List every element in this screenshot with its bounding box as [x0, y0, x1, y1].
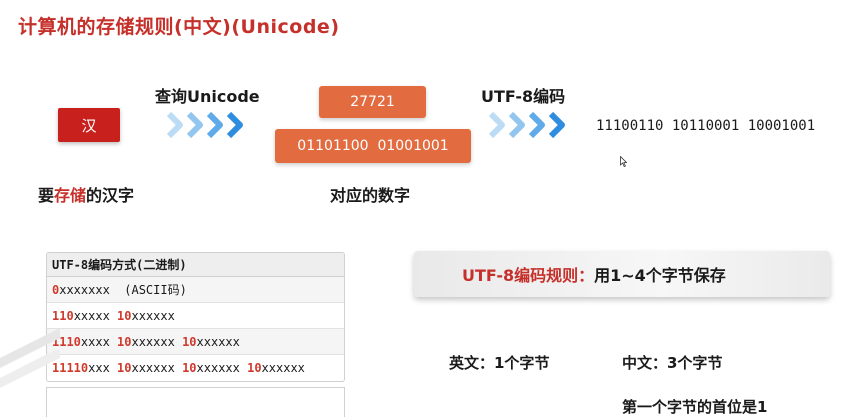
prefix-bits: 10: [117, 361, 132, 375]
chevron-arrows-icon: [167, 109, 249, 141]
decorative-stripe: [0, 328, 60, 417]
character-box: 汉: [58, 108, 120, 142]
note-chinese-bytes: 中文：3个字节: [622, 354, 723, 372]
table-header: UTF-8编码方式(二进制): [47, 253, 344, 277]
payload-bits: xxxxx: [73, 308, 118, 323]
note-first-byte: 第一个字节的首位是1: [622, 398, 768, 416]
payload-bits: xxxxxx: [131, 361, 183, 375]
payload-bits: xxxxxx: [131, 308, 175, 323]
prefix-bits: 10: [182, 361, 197, 375]
prefix-bits: 11110: [52, 361, 89, 375]
caption-prefix: 要: [38, 186, 55, 205]
note-english-bytes: 英文：1个字节: [449, 354, 550, 372]
prefix-bits: 10: [117, 308, 132, 323]
caption-suffix: 的汉字: [86, 186, 135, 205]
decimal-code-box: 27721: [319, 86, 426, 118]
payload-bits: xxxxxx: [261, 361, 305, 375]
caption-corresponding-number: 对应的数字: [330, 186, 411, 205]
prefix-bits: 0: [52, 282, 60, 297]
encoded-binary-result: 11100110 10110001 10001001: [596, 118, 816, 134]
prefix-bits: 10: [117, 334, 132, 349]
caption-highlight: 存储: [54, 186, 87, 205]
slide-title: 计算机的存储规则(中文)(Unicode): [18, 16, 340, 38]
rule-text: 用1~4个字节保存: [594, 266, 726, 285]
rule-highlight: UTF-8编码规则：: [462, 266, 595, 285]
payload-bits: xxxxxx: [196, 334, 240, 349]
caption-stored-character: 要存储的汉字: [38, 182, 134, 206]
payload-bits: xxxxxx: [131, 334, 183, 349]
chevron-arrows-icon: [489, 109, 571, 141]
prefix-bits: 10: [247, 361, 262, 375]
payload-bits: xxxxxxx (ASCII码): [59, 283, 187, 297]
mouse-cursor-icon: [620, 152, 628, 168]
payload-bits: xxxx: [80, 334, 118, 349]
step-lookup-unicode-label: 查询Unicode: [155, 87, 260, 106]
empty-table-frame: [46, 387, 345, 417]
payload-bits: xxxxxx: [196, 361, 248, 375]
encoding-rule-banner: UTF-8编码规则：用1~4个字节保存: [414, 251, 830, 297]
binary-code-box: 01101100 01001001: [275, 129, 471, 163]
prefix-bits: 110: [52, 308, 74, 323]
step-utf8-encoding-label: UTF-8编码: [481, 87, 566, 106]
payload-bits: xxx: [88, 361, 118, 375]
prefix-bits: 10: [182, 334, 197, 349]
